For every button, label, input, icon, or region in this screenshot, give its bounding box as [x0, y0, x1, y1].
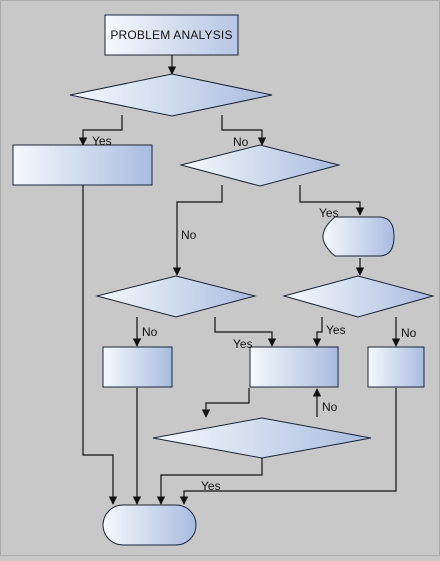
connector-leftbox-to-terminal	[82, 185, 118, 505]
connector-decision2-yes	[299, 185, 365, 216]
decision-diamond-3[interactable]	[95, 275, 257, 318]
connector-center-box-to-decision5	[201, 388, 250, 418]
decision-diamond-5[interactable]	[152, 417, 372, 459]
terminal-rounded[interactable]	[102, 504, 197, 546]
label-decision1-no: No	[233, 135, 249, 149]
connector-decision1-yes	[78, 115, 123, 146]
label-decision5-no: No	[322, 400, 338, 414]
process-box-bottom-left[interactable]	[102, 346, 173, 388]
connector-decision3-yes	[214, 317, 277, 347]
process-box-left[interactable]	[12, 144, 153, 186]
label-decision4-yes: Yes	[326, 323, 346, 337]
connector-decision1-no	[221, 115, 267, 146]
label-decision5-yes: Yes	[201, 479, 221, 493]
decision-diamond-2[interactable]	[179, 144, 341, 187]
connector-decision2-no	[172, 185, 223, 276]
process-box-right[interactable]	[367, 346, 425, 388]
display-shape[interactable]	[322, 216, 395, 257]
label-decision2-no: No	[181, 228, 197, 242]
decision-diamond-1[interactable]	[69, 73, 273, 117]
connector-decision4-yes	[312, 317, 323, 347]
label-decision2-yes: Yes	[319, 206, 339, 220]
label-decision3-yes: Yes	[233, 337, 253, 351]
connectors	[78, 55, 401, 505]
label-decision3-no: No	[142, 325, 158, 339]
connector-rightbox-to-terminal	[179, 388, 397, 505]
decision-diamond-4[interactable]	[282, 275, 435, 318]
connector-decision5-yes	[156, 458, 263, 505]
title-box-text: PROBLEM ANALYSIS	[110, 28, 232, 42]
title-process-box[interactable]	[104, 14, 239, 56]
label-decision4-no: No	[401, 326, 417, 340]
process-box-center[interactable]	[249, 346, 339, 388]
label-decision1-yes: Yes	[92, 134, 112, 148]
